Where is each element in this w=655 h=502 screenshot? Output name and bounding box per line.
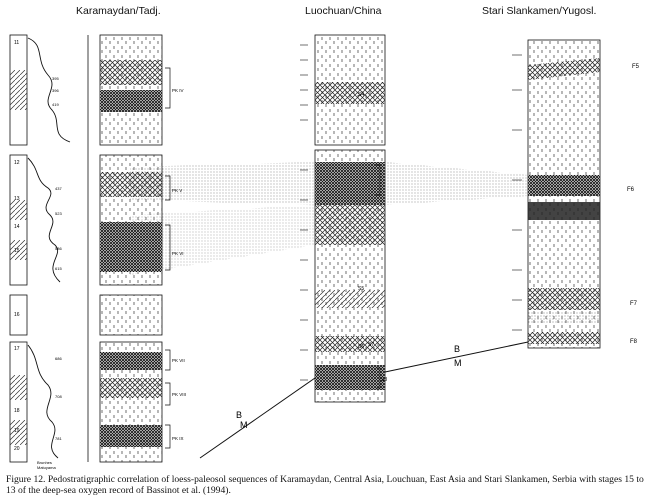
svg-text:708: 708 — [55, 394, 62, 399]
unit-label: F7 — [630, 301, 638, 307]
header-stari-slankamen: Stari Slankamen/Yugosl. — [482, 5, 597, 17]
unit-label: PK VII — [172, 358, 185, 363]
unit-label: S4 — [358, 92, 364, 98]
unit-label: S8 — [381, 377, 387, 383]
unit-label: PK V — [172, 188, 182, 193]
unit-label: PK IX — [172, 436, 184, 441]
stage-number: 14 — [14, 224, 20, 230]
luochuan-unit-labels: S4 S5 S6 S7 S8 — [358, 92, 387, 383]
unit-label: S5 — [358, 286, 364, 292]
unit-label: PK VIII — [172, 392, 186, 397]
stage-number: 13 — [14, 196, 20, 202]
stage-number: 20 — [14, 446, 20, 452]
unit-label: F5 — [632, 64, 640, 70]
correlation-figure: 395 396 419 437 523 586 615 686 708 781 … — [9, 34, 640, 470]
svg-text:395: 395 — [52, 76, 59, 81]
boundary-b-label: B — [236, 410, 242, 420]
karamaydan-stage-numbers: 11 12 13 14 15 16 17 18 19 20 — [14, 40, 20, 452]
luochuan-column — [300, 34, 386, 403]
boundary-m-label: M — [454, 358, 462, 368]
svg-text:686: 686 — [55, 356, 62, 361]
header-karamaydan: Karamaydan/Tadj. — [76, 5, 161, 17]
stage-number: 12 — [14, 160, 20, 166]
stage-number: 19 — [14, 428, 20, 434]
figure-caption: Figure 12. Pedostratigraphic correlation… — [6, 474, 644, 496]
stage-number: 15 — [14, 248, 20, 254]
unit-label: S6 — [358, 344, 364, 350]
brunhes-label: Brunhes — [37, 460, 52, 465]
unit-label: F6 — [627, 187, 635, 193]
svg-text:586: 586 — [55, 246, 62, 251]
unit-label: S7 — [368, 342, 374, 348]
svg-text:396: 396 — [52, 88, 59, 93]
stage-number: 16 — [14, 312, 20, 318]
svg-text:419: 419 — [52, 102, 59, 107]
header-luochuan: Luochuan/China — [305, 5, 382, 17]
svg-text:781: 781 — [55, 436, 62, 441]
unit-label: PK IV — [172, 88, 184, 93]
karamaydan-column: 395 396 419 437 523 586 615 686 708 781 … — [9, 34, 171, 470]
svg-text:437: 437 — [55, 186, 62, 191]
unit-label: F8 — [630, 339, 638, 345]
boundary-m-label: M — [240, 420, 248, 430]
bm-boundary-lines: B M B M — [199, 341, 529, 459]
svg-text:615: 615 — [55, 266, 62, 271]
stari-slankamen-column — [512, 39, 601, 349]
unit-label: PK VI — [172, 251, 184, 256]
stage-number: 18 — [14, 408, 20, 414]
boundary-b-label: B — [454, 344, 460, 354]
correlation-band — [130, 162, 528, 275]
matuyama-label: Matuyama — [37, 465, 56, 470]
stari-unit-labels: F5 F6 F7 F8 — [627, 64, 640, 345]
stage-number: 17 — [14, 346, 20, 352]
stage-number: 11 — [14, 40, 19, 46]
karamaydan-unit-labels: PK IV PK V PK VI PK VII PK VIII PK IX — [172, 88, 186, 441]
svg-text:523: 523 — [55, 211, 62, 216]
